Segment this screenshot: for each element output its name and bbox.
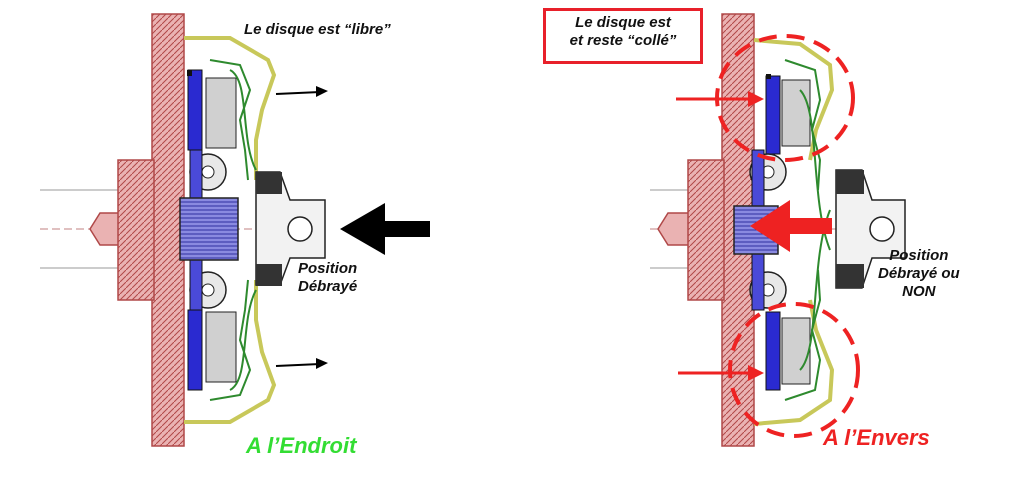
left-release-bearing — [255, 171, 326, 286]
disc-free-label: Le disque est “libre” — [244, 21, 391, 38]
right-push-arrow — [750, 200, 832, 252]
right-assembly — [650, 13, 906, 447]
title-envers: A l’Envers — [823, 425, 930, 450]
position-label-right-line2: Débrayé ou — [878, 265, 960, 282]
left-hub — [179, 149, 239, 311]
right-force-arrow-top — [676, 91, 764, 107]
right-release-bearing — [835, 169, 906, 289]
left-pressure-plate — [205, 77, 237, 383]
position-label-left-line1: Position — [298, 260, 358, 277]
position-label-left: Position Débrayé — [298, 260, 357, 296]
left-clutch-cover — [184, 36, 277, 424]
left-diaphragm-spring — [209, 59, 257, 401]
boxed-label-line2: et reste “collé” — [569, 32, 677, 50]
title-endroit: A l’Endroit — [246, 433, 357, 458]
right-friction-disc — [765, 74, 781, 391]
highlight-circle-top — [715, 34, 855, 162]
position-label-right: Position Débrayé ou NON — [878, 247, 960, 301]
right-clutch-cover — [753, 38, 835, 426]
right-force-arrow-bottom — [678, 365, 764, 381]
left-push-arrow — [340, 203, 430, 255]
position-label-left-line2: Débrayé — [298, 278, 358, 295]
position-label-right-line3: NON — [902, 283, 936, 300]
highlight-circle-bottom — [728, 302, 860, 438]
position-label-right-line1: Position — [889, 247, 949, 264]
left-release-arrow-bottom — [275, 358, 328, 369]
boxed-label-line1: Le disque est — [575, 14, 671, 31]
disc-stuck-boxed-label: Le disque est et reste “collé” — [543, 8, 703, 64]
left-release-arrow-top — [275, 86, 328, 97]
left-flywheel — [117, 13, 185, 447]
left-assembly — [40, 13, 430, 447]
right-pressure-plate — [781, 79, 811, 385]
